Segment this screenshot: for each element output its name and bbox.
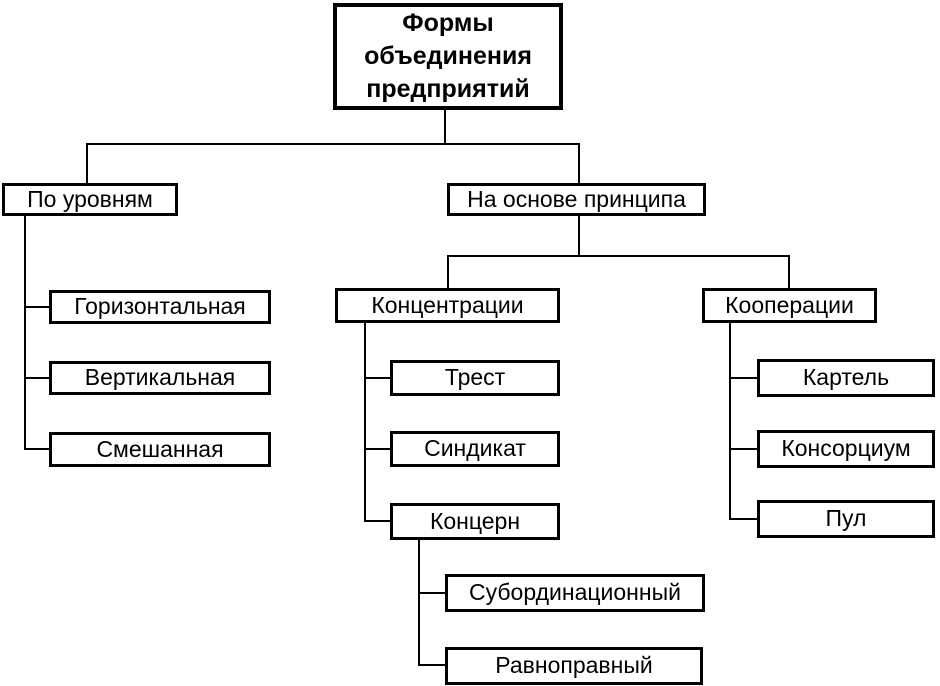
connector-by-levels-rail xyxy=(24,216,26,450)
connector-stub-concern xyxy=(364,520,392,522)
node-concern: Концерн xyxy=(390,503,560,540)
connector-by-levels-drop xyxy=(86,143,88,183)
node-consortium: Консорциум xyxy=(757,430,935,468)
connector-cooperation-drop xyxy=(788,255,790,288)
connector-stub-mixed xyxy=(24,448,50,450)
connector-by-principle-drop xyxy=(578,143,580,183)
node-horizontal: Горизонтальная xyxy=(49,290,271,324)
node-vertical: Вертикальная xyxy=(49,361,271,395)
node-root: Формы объединения предприятий xyxy=(333,3,563,110)
connector-stub-horizontal xyxy=(24,306,50,308)
connector-stub-vertical xyxy=(24,377,50,379)
connector-stub-equal xyxy=(418,664,447,666)
connector-concentration-rail xyxy=(364,323,366,522)
connector-level1-horizontal xyxy=(86,143,580,145)
connector-principle-stem xyxy=(578,216,580,256)
connector-stub-syndicate xyxy=(364,448,392,450)
node-pool: Пул xyxy=(757,500,935,538)
node-trust: Трест xyxy=(390,360,560,396)
node-equal: Равноправный xyxy=(445,647,703,685)
connector-stub-pool xyxy=(729,518,759,520)
node-cartel: Картель xyxy=(757,359,935,397)
node-concentration: Концентрации xyxy=(335,288,560,323)
connector-stub-cartel xyxy=(729,377,759,379)
connector-root-stem xyxy=(444,110,446,144)
connector-concentration-drop xyxy=(447,255,449,288)
connector-concern-rail xyxy=(418,540,420,666)
node-mixed: Смешанная xyxy=(49,432,271,467)
connector-stub-subordination xyxy=(418,592,447,594)
node-subordination: Субординационный xyxy=(445,574,705,612)
connector-stub-consortium xyxy=(729,448,759,450)
node-syndicate: Синдикат xyxy=(390,431,560,467)
connector-cooperation-rail xyxy=(729,323,731,520)
node-by-levels: По уровням xyxy=(2,183,178,216)
node-cooperation: Кооперации xyxy=(702,288,877,323)
connector-stub-trust xyxy=(364,377,392,379)
node-by-principle: На основе принципа xyxy=(447,183,706,216)
connector-level2-horizontal xyxy=(447,255,790,257)
